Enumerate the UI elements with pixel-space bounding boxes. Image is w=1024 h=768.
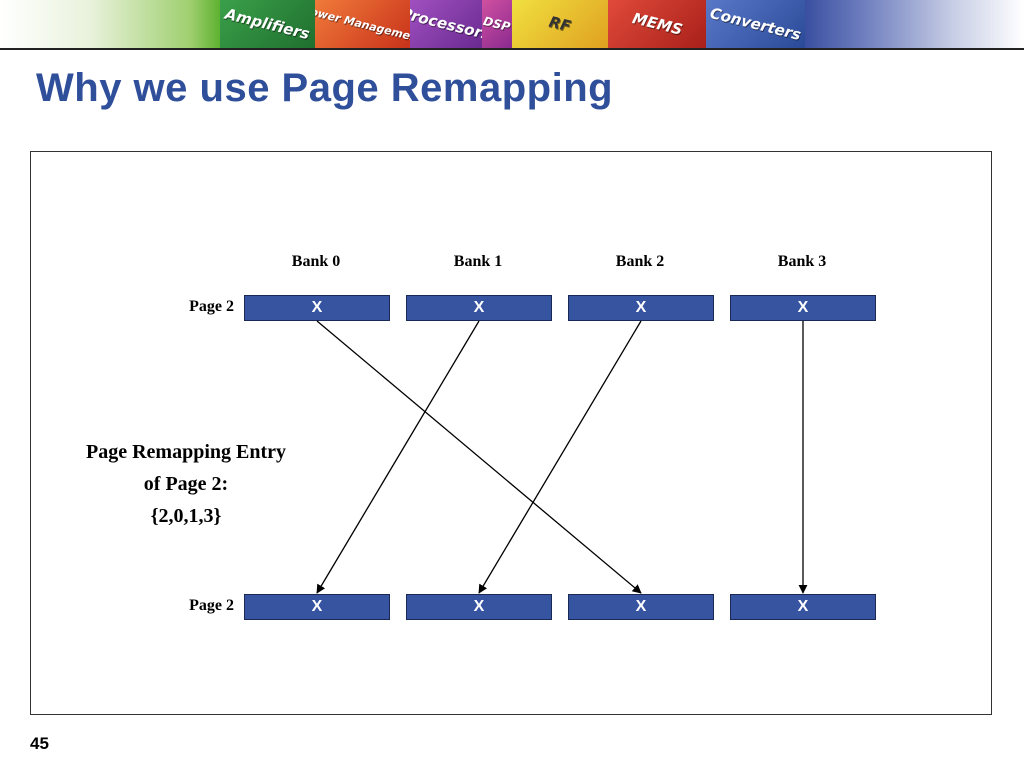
bank-label-3: Bank 3: [777, 253, 827, 270]
header-banner: Amplifiers Power Management Processors D…: [0, 0, 1024, 48]
banner-tile-label: RF: [547, 12, 573, 36]
bottom-cell-bank-1: X: [406, 594, 552, 620]
top-cell-bank-0: X: [244, 295, 390, 321]
bank-label-2: Bank 2: [615, 253, 665, 270]
bottom-cell-bank-2: X: [568, 594, 714, 620]
remap-entry-line-3: {2,0,1,3}: [150, 505, 222, 527]
slide-number: 45: [30, 734, 49, 753]
header-rule: [0, 48, 1024, 50]
banner-tile-power-management: Power Management: [315, 0, 410, 48]
banner-tile-label: MEMS: [630, 9, 684, 39]
banner-tile-label: DSP: [482, 13, 512, 35]
top-cell-bank-1: X: [406, 295, 552, 321]
banner-tile-label: Converters: [708, 4, 803, 44]
banner-tile-converters: Converters: [706, 0, 805, 48]
top-row-label: Page 2: [189, 298, 234, 315]
bottom-cell-bank-3: X: [730, 594, 876, 620]
banner-tile-label: Processors: [410, 4, 482, 44]
remap-entry-text: Page Remapping Entry of Page 2: {2,0,1,3…: [60, 436, 312, 532]
banner-tile-dsp: DSP: [482, 0, 512, 48]
banner-tile-mems: MEMS: [608, 0, 706, 48]
banner-tile-label: Power Management: [315, 2, 410, 46]
banner-tile-label: Amplifiers: [223, 4, 312, 44]
diagram-frame: [30, 151, 992, 715]
banner-tile-processors: Processors: [410, 0, 482, 48]
bank-label-1: Bank 1: [453, 253, 503, 270]
bottom-row-label: Page 2: [189, 597, 234, 614]
bottom-cell-bank-0: X: [244, 594, 390, 620]
slide-title: Why we use Page Remapping: [36, 66, 614, 110]
banner-fade: [805, 0, 1024, 48]
remap-entry-line-2: of Page 2:: [143, 473, 229, 495]
banner-tile-amplifiers: Amplifiers: [220, 0, 315, 48]
top-cell-bank-2: X: [568, 295, 714, 321]
remap-entry-line-1: Page Remapping Entry: [86, 441, 286, 463]
banner-tile-rf: RF: [512, 0, 608, 48]
bank-label-0: Bank 0: [291, 253, 341, 270]
top-cell-bank-3: X: [730, 295, 876, 321]
